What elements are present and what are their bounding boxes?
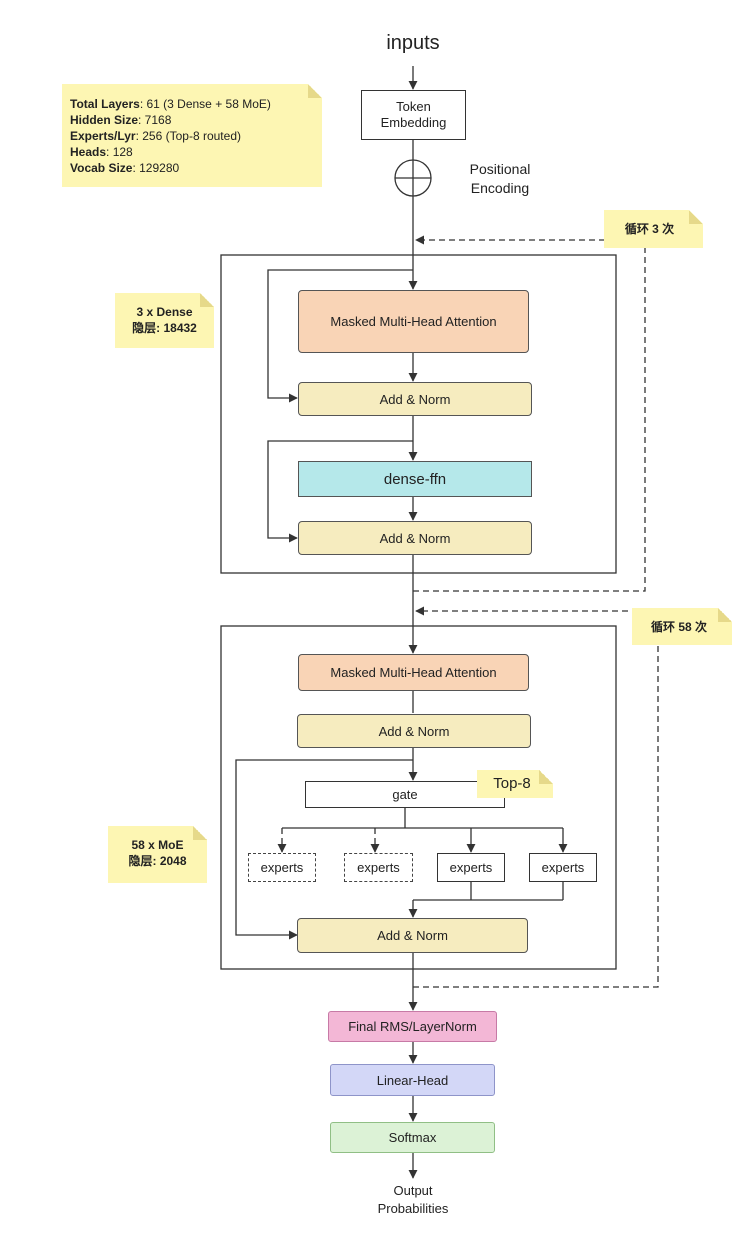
token-embedding-box: Token Embedding bbox=[361, 90, 466, 140]
moe-info-note: 58 x MoE 隐层: 2048 bbox=[108, 826, 207, 883]
note-fold-icon bbox=[718, 608, 732, 622]
dense-add-norm-2-box: Add & Norm bbox=[298, 521, 532, 555]
top-k-label: Top-8 bbox=[493, 775, 531, 792]
softmax-box: Softmax bbox=[330, 1122, 495, 1153]
final-norm-label: Final RMS/LayerNorm bbox=[348, 1019, 477, 1034]
moe-attention-box: Masked Multi-Head Attention bbox=[298, 654, 529, 691]
positional-encoding-label: Positional Encoding bbox=[469, 161, 531, 196]
expert-box-4: experts bbox=[529, 853, 597, 882]
config-line-3: Experts/Lyr: 256 (Top-8 routed) bbox=[70, 129, 241, 143]
expert-label-2: experts bbox=[357, 860, 400, 875]
expert-label-3: experts bbox=[449, 860, 493, 875]
loop-moe-note: 循环 58 次 bbox=[632, 608, 732, 645]
loop-moe-label: 循环 58 次 bbox=[650, 619, 708, 634]
dense-attention-box: Masked Multi-Head Attention bbox=[298, 290, 529, 353]
token-embedding-label: Token Embedding bbox=[380, 99, 447, 130]
dense-ffn-label: dense-ffn bbox=[383, 470, 447, 488]
expert-box-1: experts bbox=[248, 853, 316, 882]
moe-block-frame bbox=[220, 625, 617, 970]
dense-ffn-box: dense-ffn bbox=[298, 461, 532, 497]
config-line-4: Heads: 128 bbox=[70, 145, 133, 159]
moe-attention-label: Masked Multi-Head Attention bbox=[330, 665, 497, 680]
dense-add-norm-1-box: Add & Norm bbox=[298, 382, 532, 416]
final-norm-box: Final RMS/LayerNorm bbox=[328, 1011, 497, 1042]
moe-add-norm-2-label: Add & Norm bbox=[377, 928, 448, 943]
expert-label-4: experts bbox=[541, 860, 585, 875]
dense-add-norm-1-label: Add & Norm bbox=[379, 391, 451, 407]
expert-label-1: experts bbox=[260, 860, 304, 875]
dense-add-norm-2-label: Add & Norm bbox=[379, 530, 451, 546]
moe-add-norm-2-box: Add & Norm bbox=[297, 918, 528, 953]
loop-dense-label: 循环 3 次 bbox=[624, 222, 675, 236]
softmax-label: Softmax bbox=[388, 1130, 437, 1145]
moe-add-norm-1-label: Add & Norm bbox=[378, 723, 450, 739]
gate-box: gate bbox=[305, 781, 505, 808]
expert-box-3: experts bbox=[437, 853, 505, 882]
dense-info-note: 3 x Dense 隐层: 18432 bbox=[115, 293, 214, 348]
top-k-note: Top-8 bbox=[477, 770, 553, 798]
linear-head-label: Linear-Head bbox=[376, 1072, 449, 1088]
dense-info-line-1: 3 x Dense bbox=[136, 305, 193, 319]
config-line-1: Total Layers: 61 (3 Dense + 58 MoE) bbox=[70, 97, 271, 111]
moe-info-line-1: 58 x MoE bbox=[131, 838, 184, 852]
note-fold-icon bbox=[689, 210, 703, 224]
dense-attention-label: Masked Multi-Head Attention bbox=[330, 314, 497, 329]
loop-dense-note: 循环 3 次 bbox=[604, 210, 703, 248]
inputs-label: inputs bbox=[386, 32, 440, 54]
moe-add-norm-1-box: Add & Norm bbox=[297, 714, 531, 748]
moe-info-line-2: 隐层: 2048 bbox=[128, 854, 187, 868]
dense-block-frame bbox=[220, 254, 617, 574]
config-line-2: Hidden Size: 7168 bbox=[70, 113, 172, 127]
note-fold-icon bbox=[308, 84, 322, 98]
gate-label: gate bbox=[392, 787, 418, 802]
linear-head-box: Linear-Head bbox=[330, 1064, 495, 1096]
note-fold-icon bbox=[539, 770, 553, 784]
dense-info-line-2: 隐层: 18432 bbox=[132, 321, 197, 335]
config-note: Total Layers: 61 (3 Dense + 58 MoE) Hidd… bbox=[62, 84, 322, 187]
expert-box-2: experts bbox=[344, 853, 413, 882]
note-fold-icon bbox=[193, 826, 207, 840]
config-line-5: Vocab Size: 129280 bbox=[70, 161, 180, 175]
note-fold-icon bbox=[200, 293, 214, 307]
output-probabilities-label: Output Probabilities bbox=[377, 1183, 449, 1216]
